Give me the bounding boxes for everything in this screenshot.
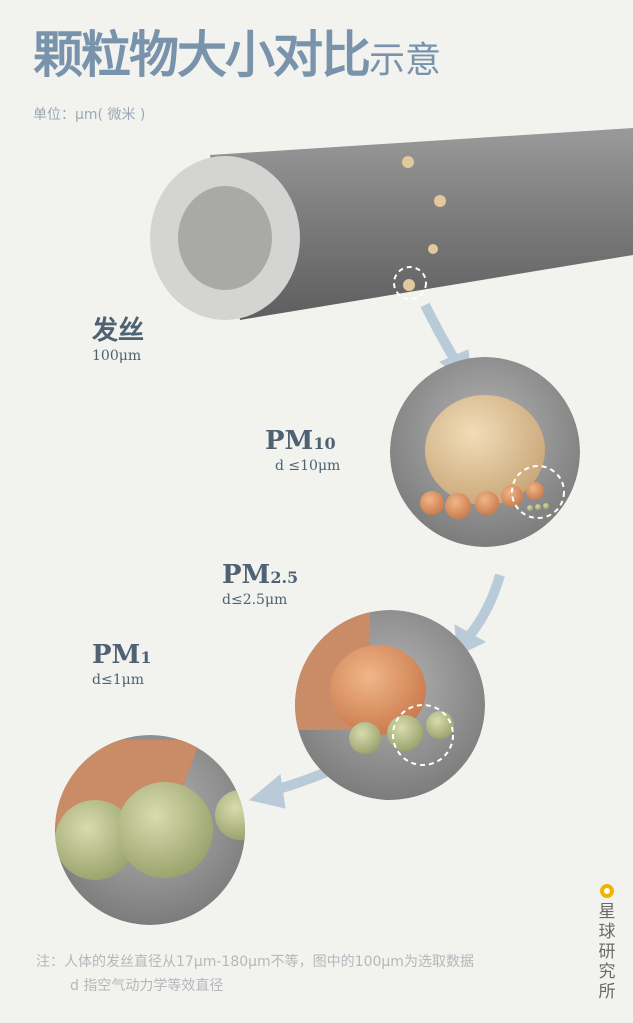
pm25-circle <box>295 610 485 800</box>
unit-label: 单位：μm( 微米 ) <box>33 107 146 123</box>
brand-char: 球 <box>598 922 616 942</box>
brand-char: 星 <box>598 902 616 922</box>
title-main: 颗粒物大小对比 <box>33 25 371 84</box>
label-pm1: PM1 d≤1μm <box>92 642 151 688</box>
title-sub: 示意 <box>369 40 442 81</box>
item-name: PM <box>92 640 141 670</box>
page-title: 颗粒物大小对比示意 <box>33 30 441 80</box>
item-subscript: 1 <box>140 648 152 667</box>
item-size: 100μm <box>92 348 142 364</box>
item-subscript: 10 <box>313 434 336 453</box>
item-name: 发丝 <box>92 316 145 346</box>
pm1-circle <box>55 735 245 925</box>
label-pm10: PM10 d ≤10μm <box>265 428 340 474</box>
item-name: PM <box>222 560 271 590</box>
footnote-line-2: d 指空气动力学等效直径 <box>70 978 224 994</box>
item-size: d≤1μm <box>92 672 144 688</box>
item-size: d ≤10μm <box>275 458 341 474</box>
label-hair: 发丝 100μm <box>92 318 144 364</box>
footnote-line-1: 注：人体的发丝直径从17μm-180μm不等，图中的100μm为选取数据 <box>36 954 474 970</box>
brand-logo: 星 球 研 究 所 <box>596 884 618 1002</box>
item-size: d≤2.5μm <box>222 592 288 608</box>
item-subscript: 2.5 <box>270 568 299 587</box>
brand-char: 研 <box>598 942 616 962</box>
hair-strand <box>150 128 633 320</box>
footnote: 注：人体的发丝直径从17μm-180μm不等，图中的100μm为选取数据 d 指… <box>36 950 474 998</box>
brand-char: 所 <box>598 982 616 1002</box>
item-name: PM <box>265 426 314 456</box>
label-pm25: PM2.5 d≤2.5μm <box>222 562 298 608</box>
pm10-circle <box>390 357 580 547</box>
brand-char: 究 <box>598 962 616 982</box>
brand-dot-icon <box>600 884 614 898</box>
